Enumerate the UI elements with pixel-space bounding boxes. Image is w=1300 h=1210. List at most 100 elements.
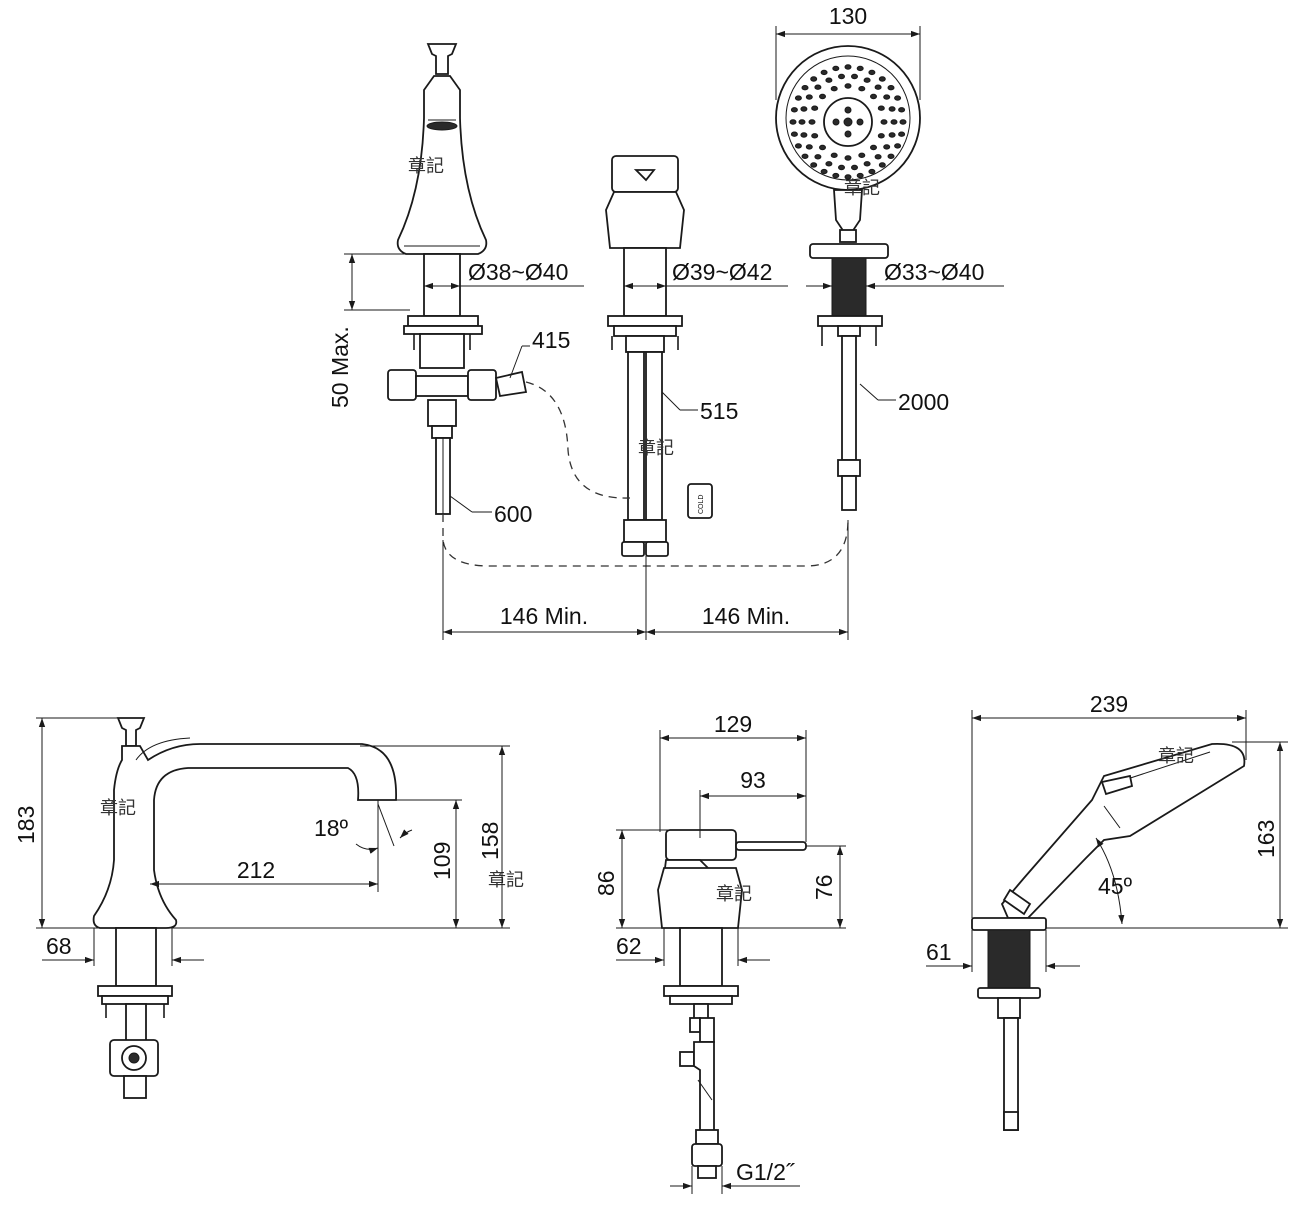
dim-handshower-base: 61: [926, 939, 952, 965]
nozzle: [819, 144, 826, 151]
dim-mixer-base: 62: [616, 933, 642, 959]
nozzle: [790, 107, 798, 113]
nozzle: [863, 77, 871, 83]
cold-label: COLD: [698, 495, 705, 514]
nozzle: [825, 77, 833, 83]
dim-spout-base: 68: [46, 933, 72, 959]
handshower-assembly: 章記: [775, 45, 921, 511]
nozzle: [844, 83, 852, 89]
watermark: 章記: [488, 870, 524, 891]
nozzle: [805, 144, 813, 150]
nozzle: [877, 105, 885, 111]
handshower-dimensions: 239 163 45º 61: [926, 691, 1288, 972]
dim-outlet-height: 109: [429, 842, 455, 880]
hose-route: [442, 514, 849, 567]
nozzle: [870, 144, 877, 151]
watermark: 章記: [844, 178, 880, 199]
nozzle: [800, 106, 808, 112]
dim-lever-length: 93: [740, 767, 766, 793]
nozzle: [820, 168, 828, 175]
watermark: 章記: [638, 438, 674, 459]
spout-side-view: 章記 章記: [92, 717, 524, 1099]
dim-hose-415: 415: [532, 327, 570, 353]
spout-assembly: 章記: [387, 43, 528, 515]
nozzle: [825, 161, 833, 167]
nozzle: [887, 85, 895, 91]
nozzle: [820, 69, 828, 76]
dim-lever-height: 76: [811, 874, 837, 900]
dim-spacing-left: 146 Min.: [500, 603, 588, 629]
dim-hose-515: 515: [700, 398, 738, 424]
nozzle: [805, 94, 813, 100]
nozzle: [844, 64, 852, 70]
nozzle: [838, 164, 845, 171]
dim-spout-total-height: 183: [13, 806, 39, 844]
dim-hose-2000: 2000: [898, 389, 949, 415]
watermark: 章記: [1158, 746, 1194, 767]
nozzle: [801, 153, 809, 160]
nozzle: [798, 119, 806, 125]
nozzle: [794, 143, 802, 149]
nozzle: [874, 154, 882, 160]
nozzle: [790, 131, 798, 137]
watermark: 章記: [100, 798, 136, 819]
nozzle: [814, 84, 822, 90]
nozzle: [810, 162, 818, 168]
nozzle: [838, 73, 845, 80]
nozzle: [883, 94, 891, 100]
dim-shower-width: 130: [829, 3, 867, 29]
dim-hose-600: 600: [494, 501, 532, 527]
nozzle: [878, 76, 886, 82]
nozzle: [874, 84, 882, 90]
nozzle: [794, 95, 802, 101]
nozzle: [858, 152, 866, 159]
hose-route: [525, 381, 631, 499]
dim-handshower-hole: Ø33~Ø40: [884, 259, 984, 285]
nozzle: [811, 105, 819, 111]
nozzle: [814, 154, 822, 160]
dim-handshower-width: 239: [1090, 691, 1128, 717]
nozzle: [851, 73, 858, 80]
nozzle: [856, 65, 864, 72]
nozzle: [898, 107, 906, 113]
dim-mixer-width: 129: [714, 711, 752, 737]
nozzle: [888, 106, 896, 112]
dim-spout-reach: 212: [237, 857, 275, 883]
handshower-side-view: 章記: [971, 743, 1246, 1131]
nozzle: [801, 85, 809, 91]
dim-deck-thickness: 50 Max.: [327, 326, 353, 408]
nozzle: [868, 168, 876, 175]
dim-handle-hole: Ø39~Ø42: [672, 259, 772, 285]
dim-handshower-angle: 45º: [1098, 873, 1133, 899]
nozzle: [898, 131, 906, 137]
top-dimensions: 130 Ø38~Ø40 Ø39~Ø42 Ø33~Ø40 50 Max. 415 …: [327, 3, 1004, 640]
nozzle: [880, 119, 888, 125]
nozzle: [819, 93, 826, 100]
nozzle: [883, 144, 891, 150]
nozzle: [808, 119, 816, 125]
nozzle: [870, 93, 877, 100]
spout-dimensions: 183 158 109 212 18º 68: [13, 717, 510, 966]
nozzle: [894, 95, 902, 101]
nozzle: [863, 161, 871, 167]
watermark: 章記: [408, 156, 444, 177]
dim-spout-height: 158: [477, 822, 503, 860]
nozzle: [830, 152, 838, 159]
nozzle: [890, 119, 898, 125]
nozzle: [800, 132, 808, 138]
dim-spout-hole: Ø38~Ø40: [468, 259, 568, 285]
nozzle: [888, 132, 896, 138]
watermark: 章記: [716, 884, 752, 905]
dim-spacing-right: 146 Min.: [702, 603, 790, 629]
mixer-dimensions: 129 93 86 76 62 G1/2˝: [593, 711, 846, 1194]
nozzle: [899, 119, 907, 125]
nozzle: [878, 162, 886, 168]
nozzle: [887, 153, 895, 160]
nozzle: [894, 143, 902, 149]
handle-assembly: COLD 章記: [605, 155, 713, 557]
mixer-side-view: 章記: [657, 829, 807, 1179]
nozzle: [851, 164, 858, 171]
dim-mixer-height: 86: [593, 870, 619, 896]
nozzle: [844, 174, 852, 180]
